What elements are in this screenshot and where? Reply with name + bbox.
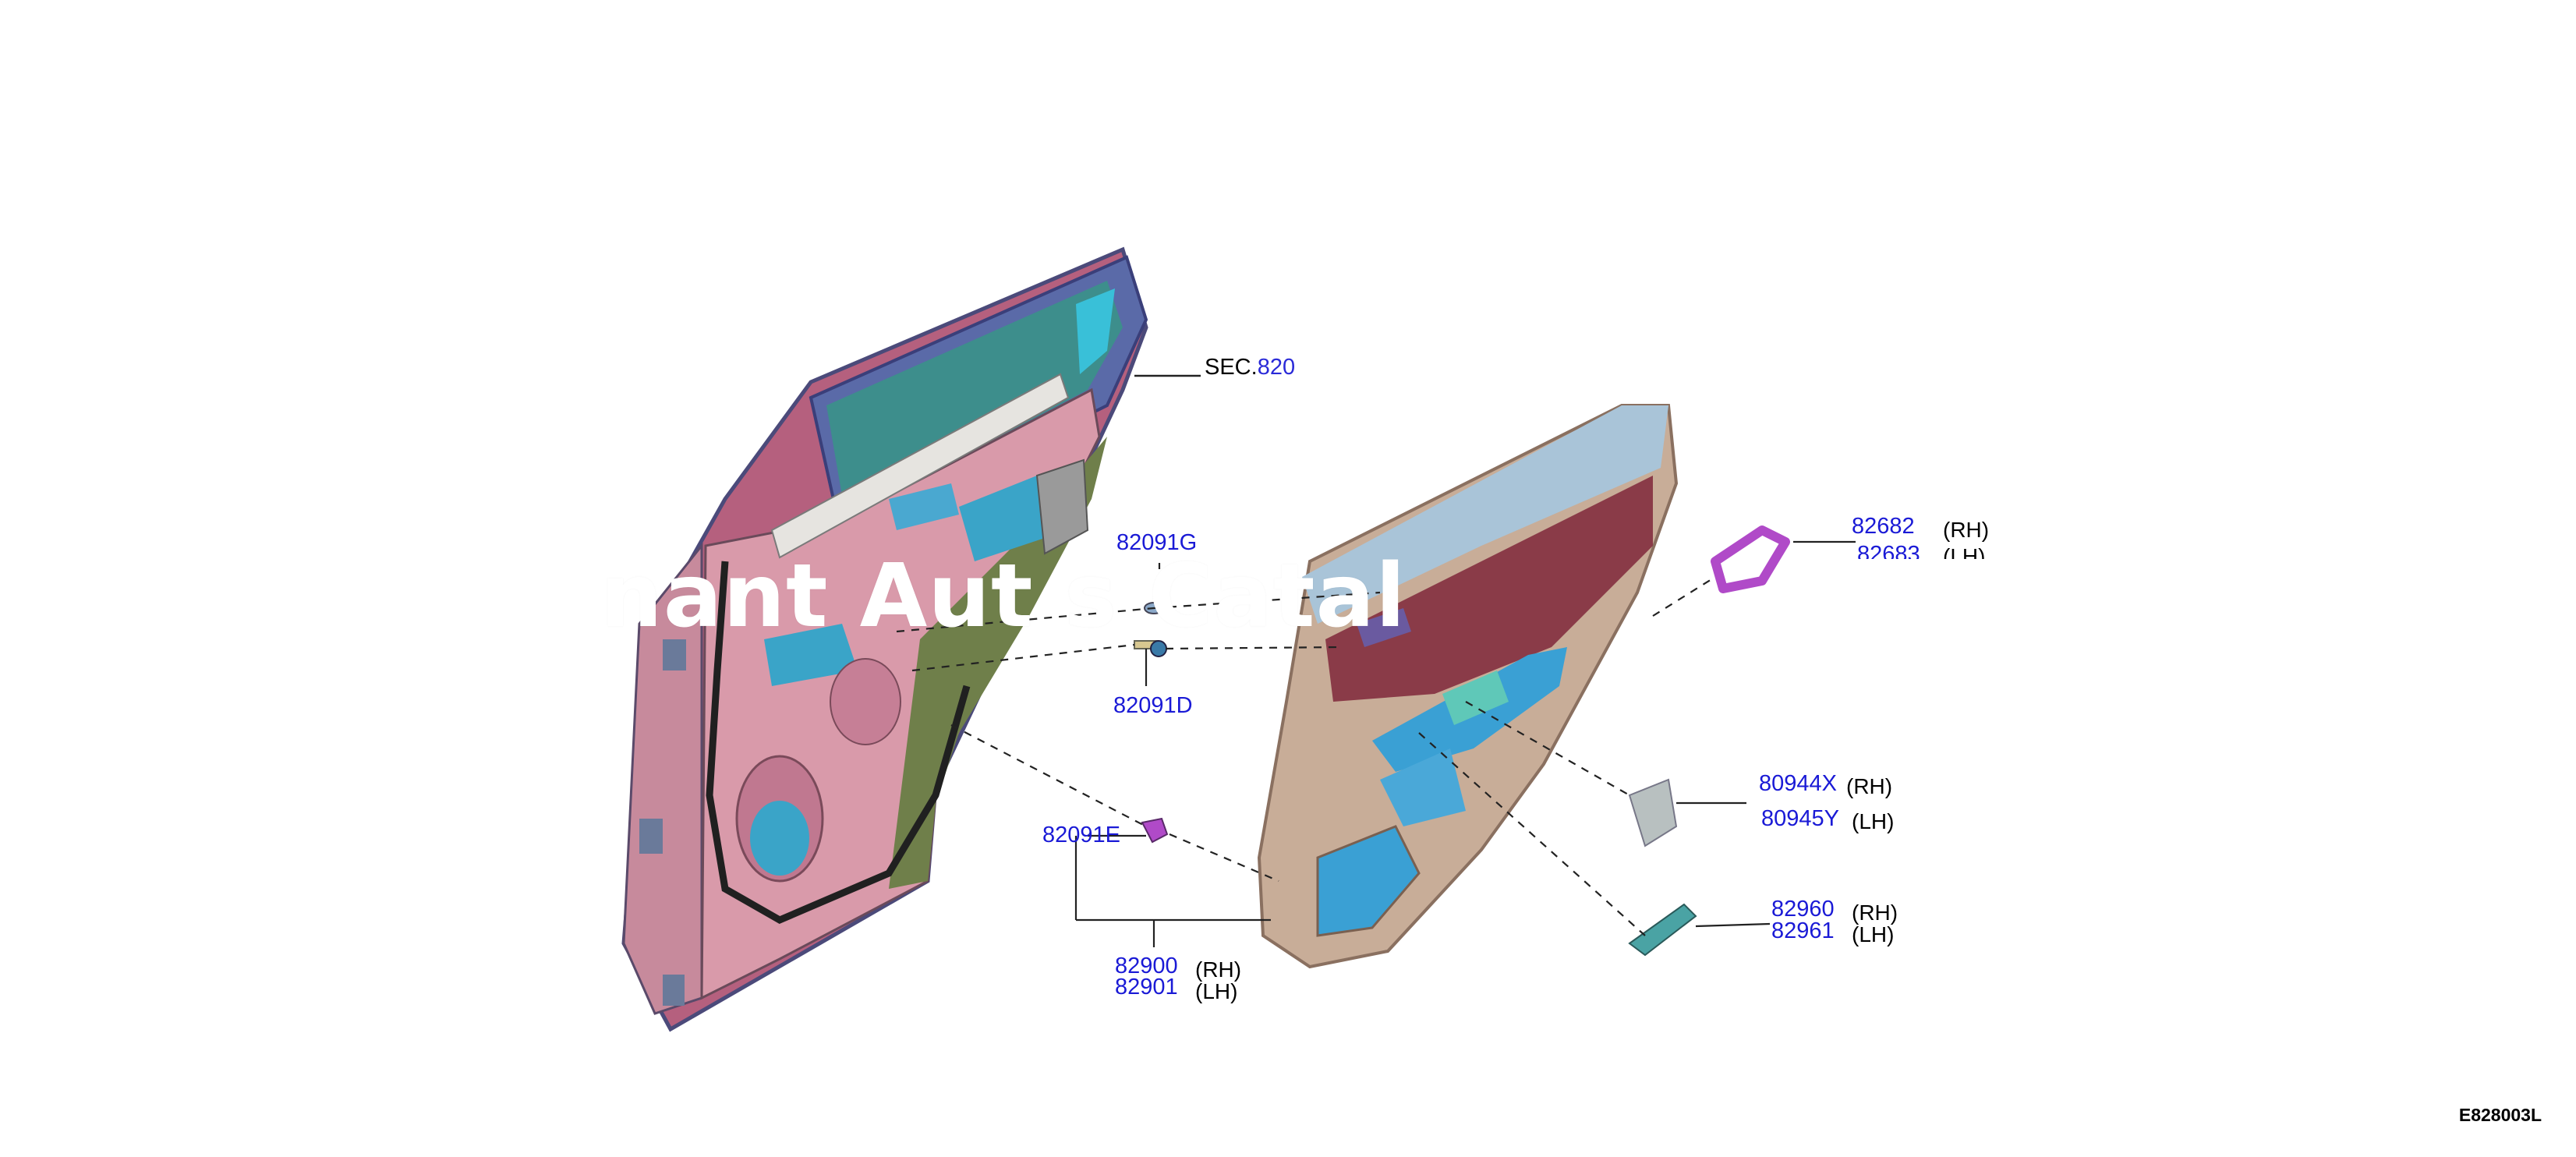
- callout-82682[interactable]: 82682: [1852, 514, 1915, 539]
- clip-82091E: [1141, 817, 1169, 844]
- callout-82901[interactable]: 82901: [1115, 975, 1178, 1000]
- callout-82091D[interactable]: 82091D: [1113, 693, 1193, 718]
- side-rh-80944X: (RH): [1846, 774, 1893, 798]
- section-reference[interactable]: SEC.820: [1205, 356, 1295, 379]
- section-prefix: SEC.: [1205, 355, 1258, 380]
- side-lh-82901: (LH): [1195, 979, 1238, 1003]
- callout-82091G[interactable]: 82091G: [1116, 530, 1198, 555]
- side-lh-82961: (LH): [1852, 922, 1895, 946]
- pull-handle-82682: [1711, 525, 1790, 593]
- section-number: 820: [1257, 355, 1296, 380]
- callout-82900[interactable]: 82900: [1115, 954, 1178, 978]
- figure-code: E828003L: [2458, 1105, 2542, 1125]
- callout-82683[interactable]: 82683: [1857, 543, 1920, 559]
- leader-lines: [896, 540, 1856, 947]
- callout-80945Y[interactable]: 80945Y: [1761, 806, 1839, 831]
- switch-finisher-82960: [1628, 903, 1697, 957]
- callout-80944X[interactable]: 80944X: [1759, 771, 1837, 796]
- door-trim-panel: [1257, 404, 1679, 969]
- side-rh-82960: (RH): [1852, 900, 1898, 925]
- side-rh-82900: (RH): [1195, 957, 1242, 982]
- side-rh-82682: (RH): [1943, 518, 1990, 542]
- side-lh-82683: (LH): [1943, 546, 1986, 559]
- watermark-text: nant Aut s Catal: [600, 546, 1407, 647]
- door-inner-panel: [621, 246, 1148, 1032]
- side-lh-80945Y: (LH): [1852, 809, 1895, 833]
- cover-80944X: [1628, 778, 1678, 847]
- callout-82961[interactable]: 82961: [1771, 918, 1835, 943]
- callout-82960[interactable]: 82960: [1771, 897, 1835, 922]
- callout-82091E[interactable]: 82091E: [1042, 823, 1120, 847]
